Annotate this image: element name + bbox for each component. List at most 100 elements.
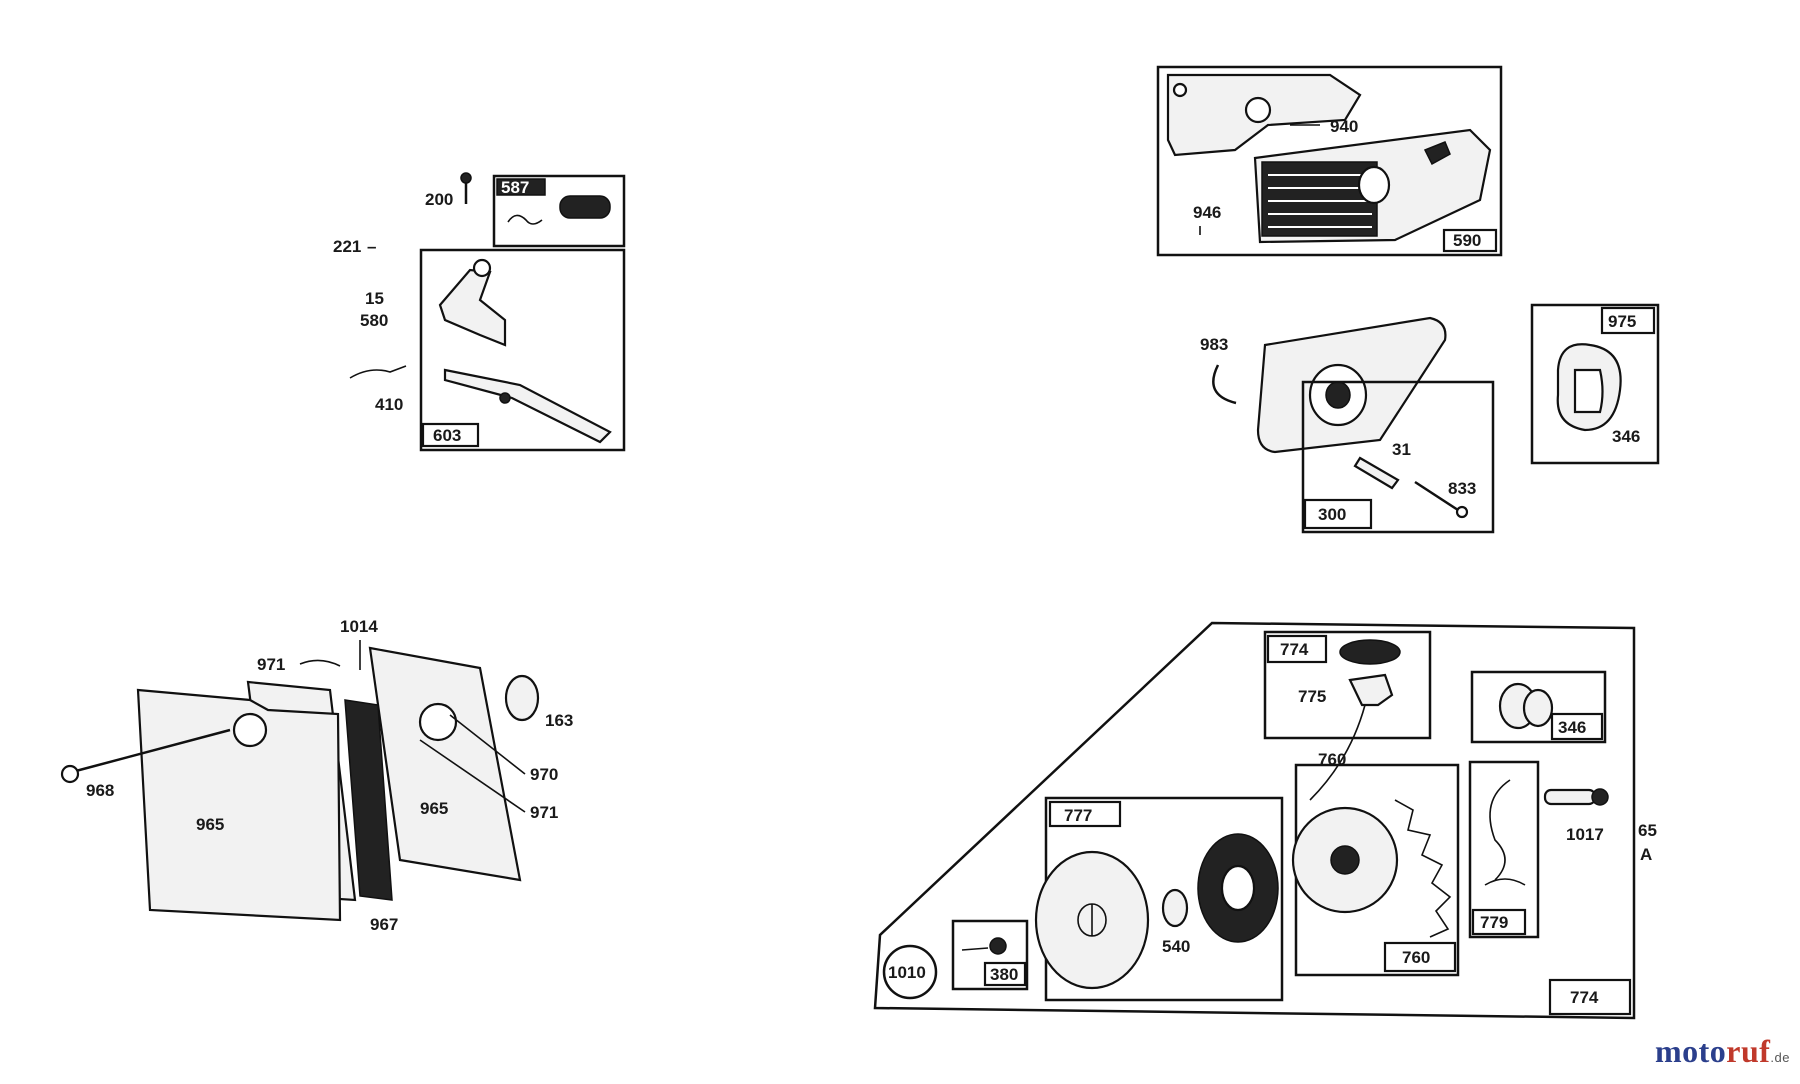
watermark-tld: .de — [1770, 1050, 1790, 1065]
lever-pin — [499, 392, 511, 404]
group-middle-right: 983 300 31 833 975 346 — [1200, 303, 1660, 534]
bolt-31-part — [1353, 456, 1400, 490]
rope-handle-775 — [1348, 673, 1394, 707]
label-tab-774-bottom — [1548, 978, 1632, 1016]
box-top-left-small — [492, 174, 626, 248]
box-top-left-main — [419, 248, 626, 452]
watermark-brand-part2: ruf — [1726, 1033, 1771, 1069]
label-346-br: 346 — [1558, 718, 1586, 737]
clamp-983-part — [1212, 364, 1237, 405]
label-774-top: 774 — [1280, 640, 1309, 659]
label-tab-590 — [1442, 228, 1498, 253]
group-top-right: 590 940 946 — [1156, 65, 1503, 257]
label-833: 833 — [1448, 479, 1476, 498]
label-tab-777 — [1048, 800, 1122, 828]
label-410: 410 — [375, 395, 403, 414]
label-965-b: 965 — [420, 799, 448, 818]
label-1014: 1014 — [340, 617, 378, 636]
starter-rope — [1309, 704, 1366, 801]
cover-center — [1325, 381, 1351, 409]
cup-777-center — [1077, 903, 1107, 937]
muffler-tip — [1423, 141, 1451, 166]
watermark-brand-part1: moto — [1654, 1033, 1727, 1069]
link-spring-410 — [349, 365, 407, 379]
governor-lever-part — [438, 268, 507, 347]
group-top-left: 587 200 603 221 – 15 580 410 — [333, 172, 626, 452]
washer-540-part — [1161, 888, 1189, 928]
muffler-outlet — [1357, 165, 1391, 205]
label-540: 540 — [1162, 937, 1190, 956]
box-774-top — [1263, 630, 1432, 740]
leader-971-b — [419, 739, 526, 813]
label-1017: 1017 — [1566, 825, 1604, 844]
label-380: 380 — [990, 965, 1018, 984]
circle-1010 — [882, 944, 938, 1000]
label-346-mr: 346 — [1612, 427, 1640, 446]
cover-screw-hole — [232, 712, 268, 748]
label-tab-774-top — [1266, 634, 1328, 664]
label-221-suffix: – — [367, 237, 376, 256]
box-muffler — [1156, 65, 1503, 257]
label-587: 587 — [501, 178, 529, 197]
box-346 — [1470, 670, 1607, 744]
label-946: 946 — [1193, 203, 1221, 222]
starter-panel-outline — [873, 621, 1636, 1020]
screw-968-head — [60, 764, 80, 784]
spring-779-part — [1489, 779, 1511, 881]
label-971-b: 971 — [530, 803, 558, 822]
clip-779-part — [1484, 878, 1526, 886]
screw-head — [460, 172, 472, 184]
spring-center — [1220, 864, 1256, 912]
box-middle-right — [1301, 380, 1495, 534]
label-983: 983 — [1200, 335, 1228, 354]
label-163: 163 — [545, 711, 573, 730]
label-31: 31 — [1392, 440, 1411, 459]
pulley-teeth — [1394, 799, 1452, 938]
label-779: 779 — [1480, 913, 1508, 932]
box-779 — [1468, 760, 1540, 939]
base-plate-hole — [418, 702, 458, 742]
label-967: 967 — [370, 915, 398, 934]
label-760-box: 760 — [1402, 948, 1430, 967]
group-bottom-left: 965 163 967 965 968 1014 971 970 971 — [60, 617, 573, 934]
label-775: 775 — [1298, 687, 1326, 706]
screw-380-part — [989, 937, 1007, 955]
spring-part — [559, 195, 611, 219]
screw-833-head — [1455, 505, 1469, 519]
label-300: 300 — [1318, 505, 1346, 524]
screw-380-shank — [961, 947, 989, 951]
label-975: 975 — [1608, 312, 1636, 331]
grille-slats — [1268, 174, 1372, 228]
clip-part — [507, 214, 543, 225]
label-tab-587 — [496, 178, 546, 196]
label-970: 970 — [530, 765, 558, 784]
label-tab-779 — [1471, 908, 1527, 936]
filter-element-967 — [344, 699, 393, 901]
leader-968 — [71, 728, 231, 774]
gasket-opening — [1573, 368, 1604, 414]
label-tab-603 — [421, 422, 480, 448]
box-380 — [951, 919, 1029, 991]
label-774-bottom: 774 — [1570, 988, 1599, 1007]
handle-part — [1339, 639, 1401, 665]
screw-833-part — [1414, 480, 1459, 512]
label-777: 777 — [1064, 806, 1092, 825]
label-tab-975 — [1600, 306, 1656, 335]
pin-1017-part — [1543, 788, 1597, 806]
label-580: 580 — [360, 311, 388, 330]
label-1010: 1010 — [888, 963, 926, 982]
pulley-hub — [1330, 845, 1360, 875]
pivot-hole — [472, 258, 492, 278]
bracket-hole — [1244, 96, 1272, 124]
label-A: A — [1640, 845, 1652, 864]
box-975 — [1530, 303, 1660, 465]
bracket-hole-small — [1172, 82, 1188, 98]
disc-163-part — [504, 674, 540, 722]
label-tab-380 — [983, 961, 1027, 987]
label-15: 15 — [365, 289, 384, 308]
label-968: 968 — [86, 781, 114, 800]
label-tab-760 — [1383, 941, 1457, 973]
throttle-lever-part — [443, 368, 612, 444]
